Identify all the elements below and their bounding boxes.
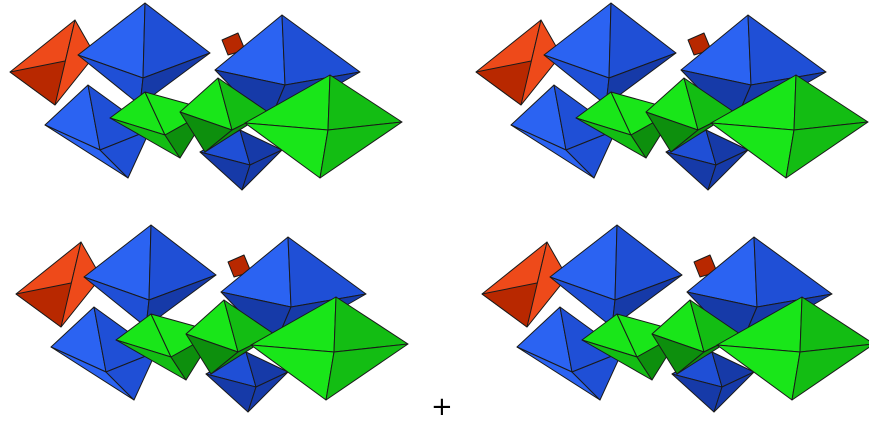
panel-top-left [9,2,403,191]
panel-bottom-left [15,224,409,413]
panel-top-right [475,2,869,191]
panel-bottom-right [481,224,869,413]
plus-symbol: + [431,392,453,422]
